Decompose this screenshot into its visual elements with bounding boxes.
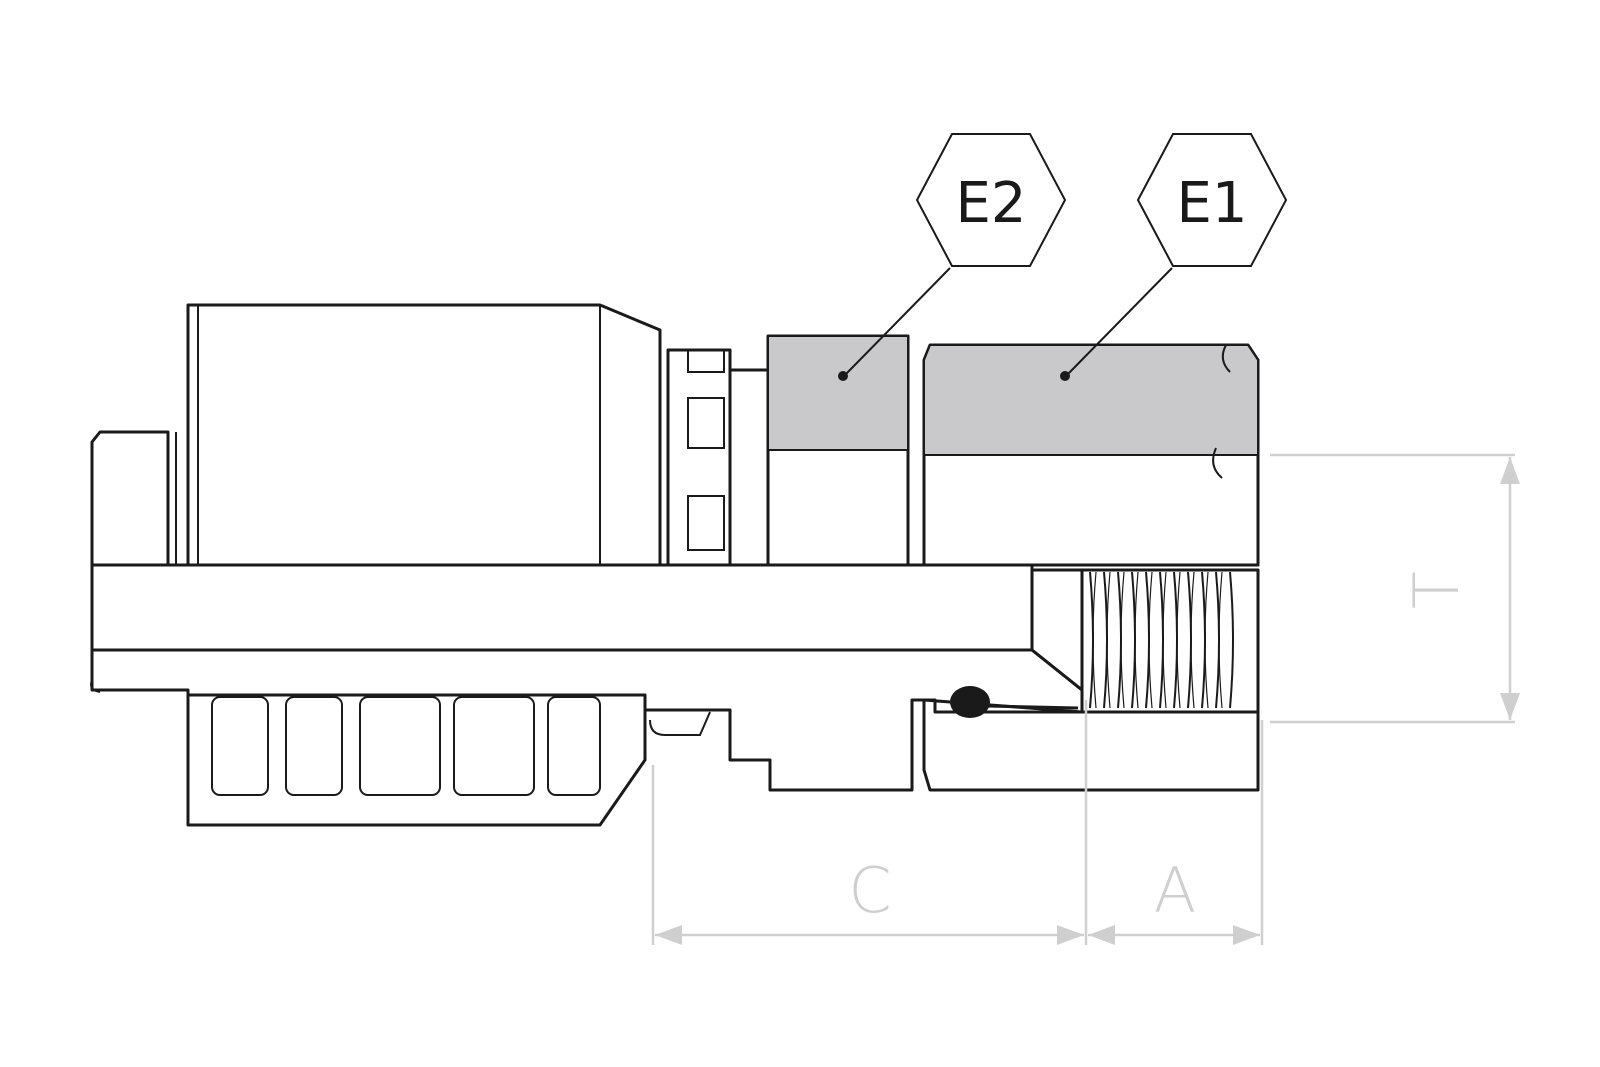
callout-e1: E1 [1060, 133, 1288, 381]
neck [728, 368, 770, 567]
dimension-c-label: C [848, 854, 891, 927]
callout-e2-label: E2 [955, 171, 1026, 236]
ferrule-teeth [186, 693, 647, 827]
dimension-a: A [1088, 720, 1264, 945]
nipple-stub [90, 430, 170, 567]
dimension-a-label: A [1154, 854, 1196, 927]
dimension-c: C [651, 700, 1088, 945]
o-ring [950, 686, 990, 718]
seat-cone [1030, 568, 1084, 692]
hex-body-e2 [766, 334, 910, 567]
crimp-ring [666, 348, 732, 567]
dimension-t-label: T [1400, 571, 1473, 609]
dimension-t: T [1270, 453, 1520, 724]
callout-e1-label: E1 [1176, 171, 1247, 236]
nipple-wall-section [90, 648, 1084, 792]
ferrule [186, 303, 662, 567]
callout-e2: E2 [838, 133, 1067, 381]
female-thread [1080, 568, 1260, 714]
bore [90, 563, 1034, 652]
hex-nut-e1 [922, 343, 1260, 567]
